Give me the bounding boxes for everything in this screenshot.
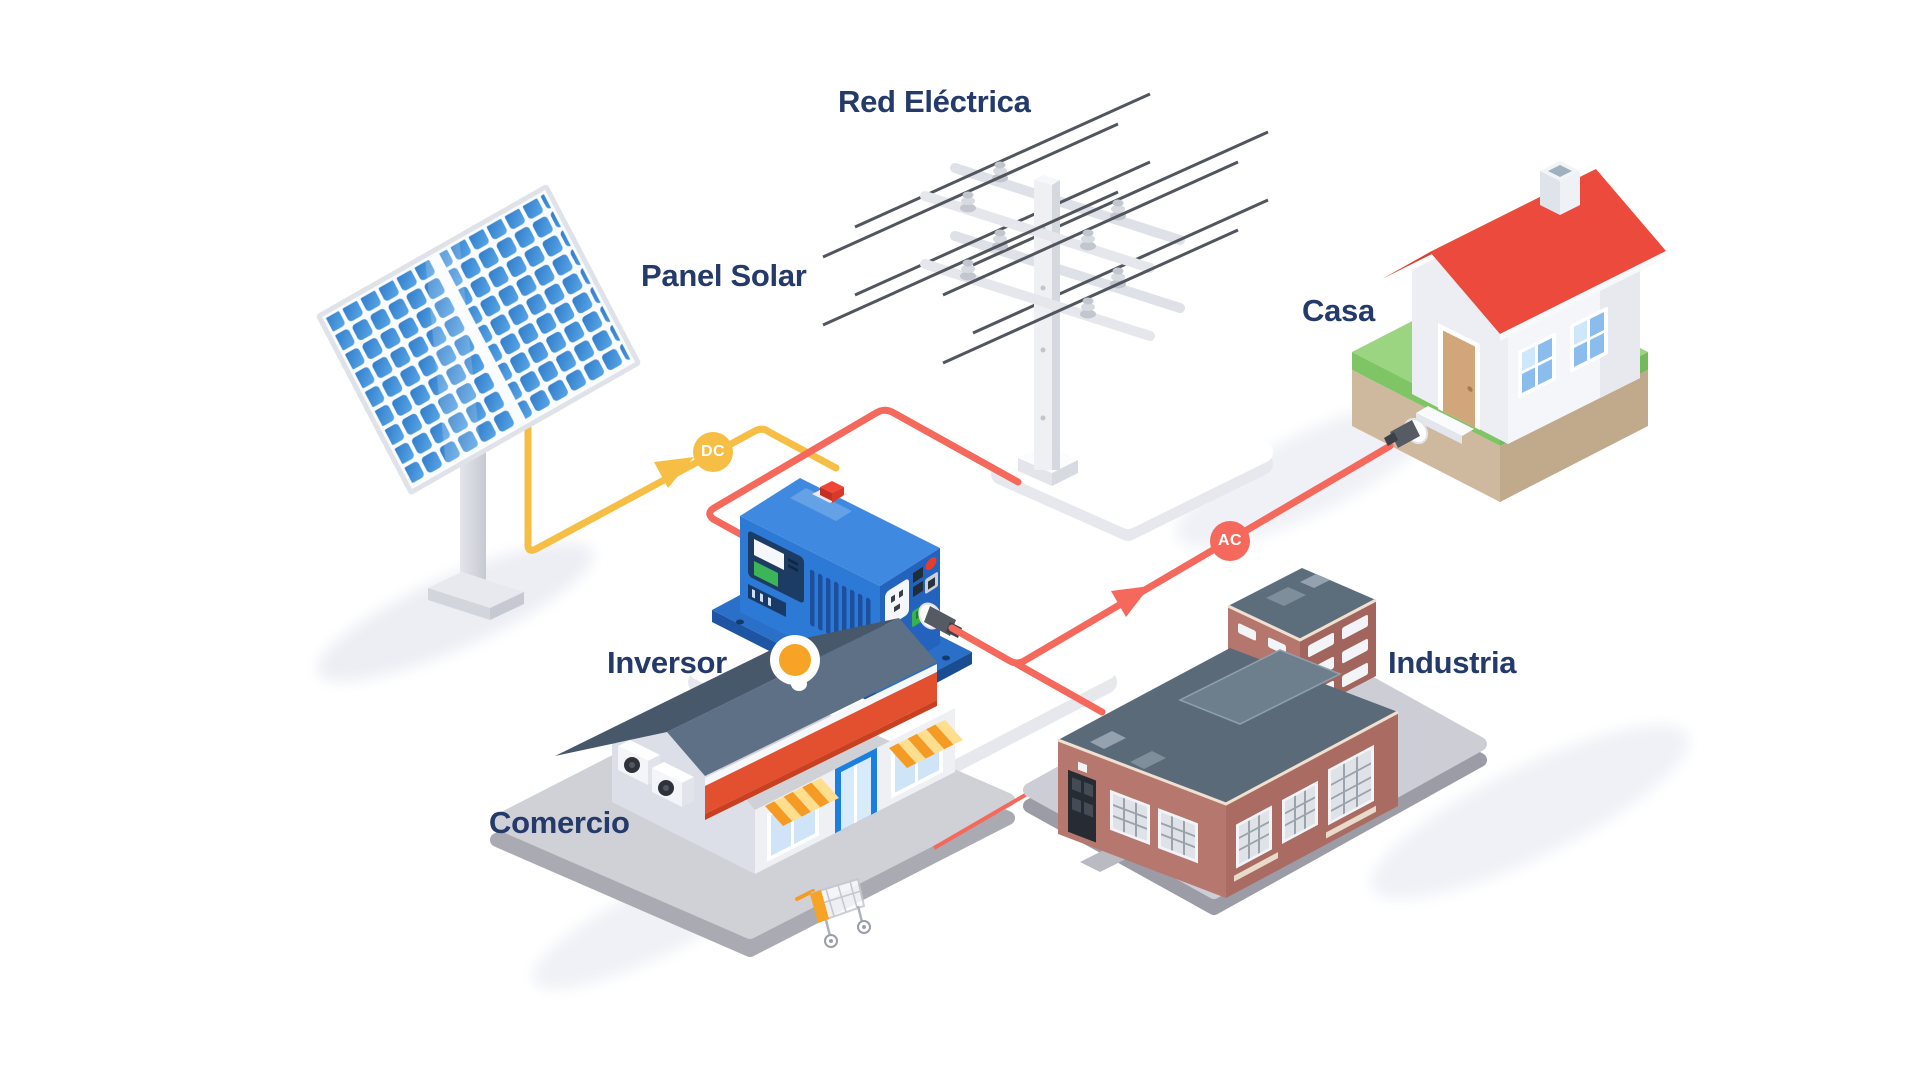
- house-plug-icon: [1384, 417, 1429, 448]
- grid-label: Red Eléctrica: [838, 84, 1031, 119]
- industry-windows: [1234, 744, 1376, 882]
- house: [1352, 161, 1666, 502]
- awning-right-icon: [889, 720, 963, 768]
- power-switch: [812, 481, 848, 503]
- industry-building: [1023, 568, 1487, 915]
- ac-badge: AC: [1210, 521, 1250, 561]
- lightbulb-sign-icon: [770, 635, 820, 691]
- ac-line-industry: [1013, 660, 1106, 716]
- commerce-label: Comercio: [489, 805, 630, 840]
- industry-label: Industria: [1388, 645, 1517, 680]
- shopping-cart-icon: [795, 877, 871, 948]
- ac-units: [618, 740, 694, 807]
- grid-wires-front: [822, 122, 1239, 365]
- ground-shadows: [317, 400, 1689, 989]
- ac-line-house: [948, 442, 1394, 716]
- inverter-label: Inversor: [607, 645, 727, 680]
- house-label: Casa: [1302, 293, 1375, 328]
- inverter-display-panel: [748, 531, 871, 655]
- house-door: [1438, 323, 1480, 430]
- dc-badge: DC: [693, 432, 733, 472]
- commerce-building: [490, 618, 1015, 957]
- solar-panel: [316, 184, 641, 620]
- power-grid-pole: [822, 92, 1273, 541]
- chimney: [1540, 161, 1580, 215]
- solar-panel-label: Panel Solar: [641, 258, 807, 293]
- ac-line-grid: [706, 406, 1022, 629]
- house-windows: [1518, 306, 1608, 399]
- dc-arrow-icon: [654, 457, 694, 488]
- ac-arrow-icon: [1111, 586, 1150, 617]
- industry-door-windows: [1068, 761, 1198, 864]
- shop-red-band: [705, 672, 937, 814]
- awning-left-icon: [765, 778, 839, 826]
- dc-line: [524, 423, 840, 554]
